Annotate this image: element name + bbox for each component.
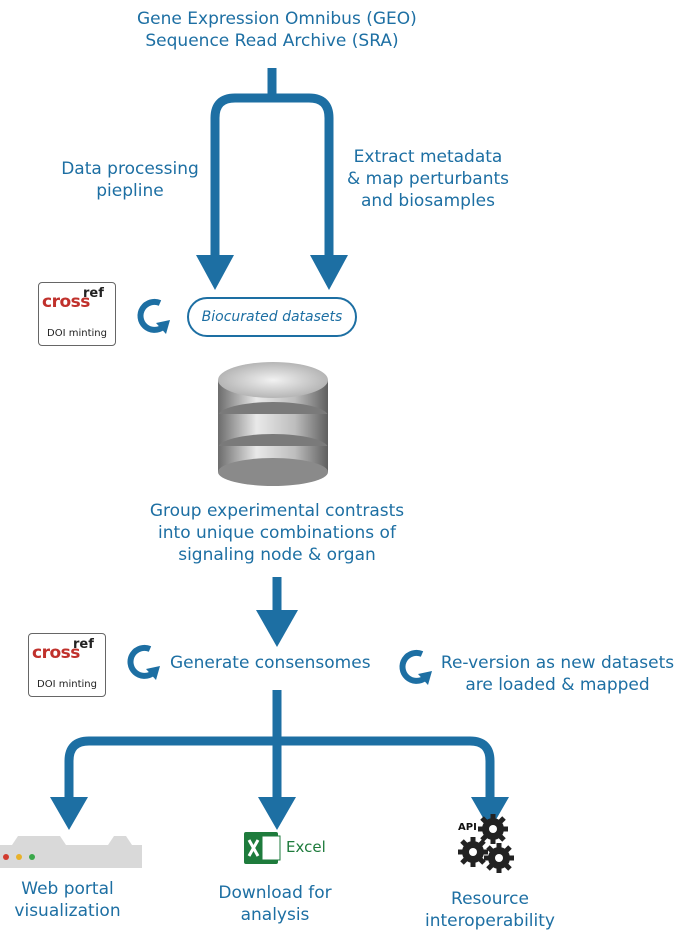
download-line-1: Download for [218,883,332,903]
api-gears-icon [458,814,514,873]
cycle-icon [399,649,427,684]
reversion-line-2: are loaded & mapped [465,675,650,695]
grouping-line-3: signaling node & organ [178,545,376,565]
web-portal-line-2: visualization [14,901,121,921]
reversion-label: Re-version as new datasets are loaded & … [440,652,675,696]
data-processing-line-2: piepline [96,181,164,201]
data-processing-line-1: Data processing [61,159,199,179]
crossref-ref: ref [73,637,94,652]
arrowhead-download [258,797,296,830]
data-processing-label: Data processing piepline [50,158,210,202]
source-line-2: Sequence Read Archive (SRA) [145,31,399,51]
doi-minting-caption: DOI minting [47,328,107,339]
arrowhead-right [310,255,348,290]
grouping-line-2: into unique combinations of [158,523,396,543]
arrowhead-resource [471,797,509,830]
biocurated-datasets-label: Biocurated datasets [201,309,343,325]
extract-metadata-line-3: and biosamples [361,191,495,211]
output-tree-arrow [64,690,495,800]
excel-icon [244,832,281,864]
grouping-line-1: Group experimental contrasts [149,501,405,521]
grouping-label: Group experimental contrasts into unique… [127,500,427,566]
crossref-logo: cross ref DOI minting [38,282,116,346]
generate-consensomes-text: Generate consensomes [170,653,371,673]
web-portal-line-1: Web portal [21,879,114,899]
arrowhead-grouping [256,610,298,647]
extract-metadata-line-2: & map perturbants [346,169,509,189]
source-label: Gene Expression Omnibus (GEO) Sequence R… [137,8,417,52]
crossref-word: cross [42,292,90,312]
arrowhead-left [196,255,234,290]
resource-label: Resource interoperability [415,888,565,932]
reversion-line-1: Re-version as new datasets [440,653,675,673]
biocurated-datasets-pill: Biocurated datasets [187,297,357,337]
api-label: API [458,822,477,833]
arrowhead-web [50,797,88,830]
top-split-arrow [210,68,334,258]
cycle-icon [127,644,155,679]
resource-line-1: Resource [451,889,529,909]
download-line-2: analysis [240,905,310,925]
cycle-icon [137,298,165,333]
resource-line-2: interoperability [425,911,555,931]
doi-minting-caption: DOI minting [37,679,97,690]
generate-consensomes-label: Generate consensomes [170,652,380,674]
web-portal-icon [0,836,142,868]
extract-metadata-line-1: Extract metadata [353,147,503,167]
crossref-ref: ref [83,286,104,301]
excel-label: Excel [286,838,326,856]
database-icon [218,362,328,486]
extract-metadata-label: Extract metadata & map perturbants and b… [338,146,518,212]
web-portal-label: Web portal visualization [0,878,135,922]
source-line-1: Gene Expression Omnibus (GEO) [137,9,417,29]
download-label: Download for analysis [200,882,350,926]
crossref-logo: cross ref DOI minting [28,633,106,697]
crossref-word: cross [32,643,80,663]
